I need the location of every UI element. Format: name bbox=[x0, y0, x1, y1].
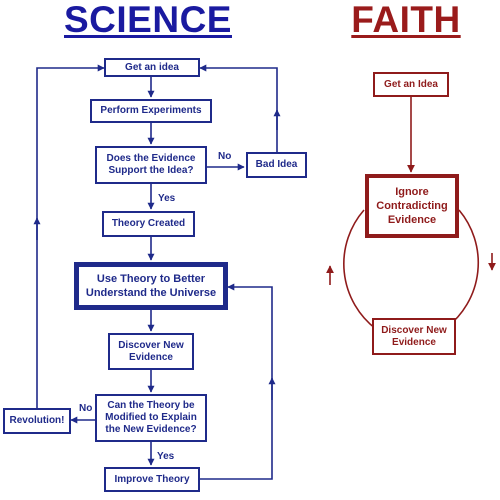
box-theory-created: Theory Created bbox=[102, 211, 195, 237]
box-perform-experiments: Perform Experiments bbox=[90, 99, 212, 123]
faith-box-ignore-evidence: Ignore Contradicting Evidence bbox=[365, 174, 459, 238]
faith-box-get-idea: Get an Idea bbox=[373, 72, 449, 97]
science-heading: SCIENCE bbox=[64, 0, 232, 40]
faith-box-discover-evidence: Discover New Evidence bbox=[372, 318, 456, 355]
faith-cycle-right bbox=[445, 209, 480, 329]
label-no-bad-idea: No bbox=[218, 151, 232, 162]
box-use-theory: Use Theory to Better Understand the Univ… bbox=[74, 262, 228, 310]
arrow-improve-to-use bbox=[200, 283, 273, 480]
box-get-idea: Get an idea bbox=[104, 58, 200, 77]
box-discover-evidence: Discover New Evidence bbox=[108, 333, 194, 370]
box-revolution: Revolution! bbox=[3, 408, 71, 434]
faith-heading: FAITH bbox=[351, 0, 461, 40]
box-bad-idea: Bad Idea bbox=[246, 152, 307, 178]
arrow-revolution-to-get-idea bbox=[36, 64, 105, 408]
label-yes-improve: Yes bbox=[157, 451, 175, 462]
faith-cycle-left bbox=[343, 209, 377, 330]
box-support-idea: Does the Evidence Support the Idea? bbox=[95, 146, 207, 184]
box-modify-theory: Can the Theory be Modified to Explain th… bbox=[95, 394, 207, 442]
label-yes-theory: Yes bbox=[158, 193, 176, 204]
box-improve-theory: Improve Theory bbox=[104, 467, 200, 492]
label-no-revolution: No bbox=[79, 403, 93, 414]
